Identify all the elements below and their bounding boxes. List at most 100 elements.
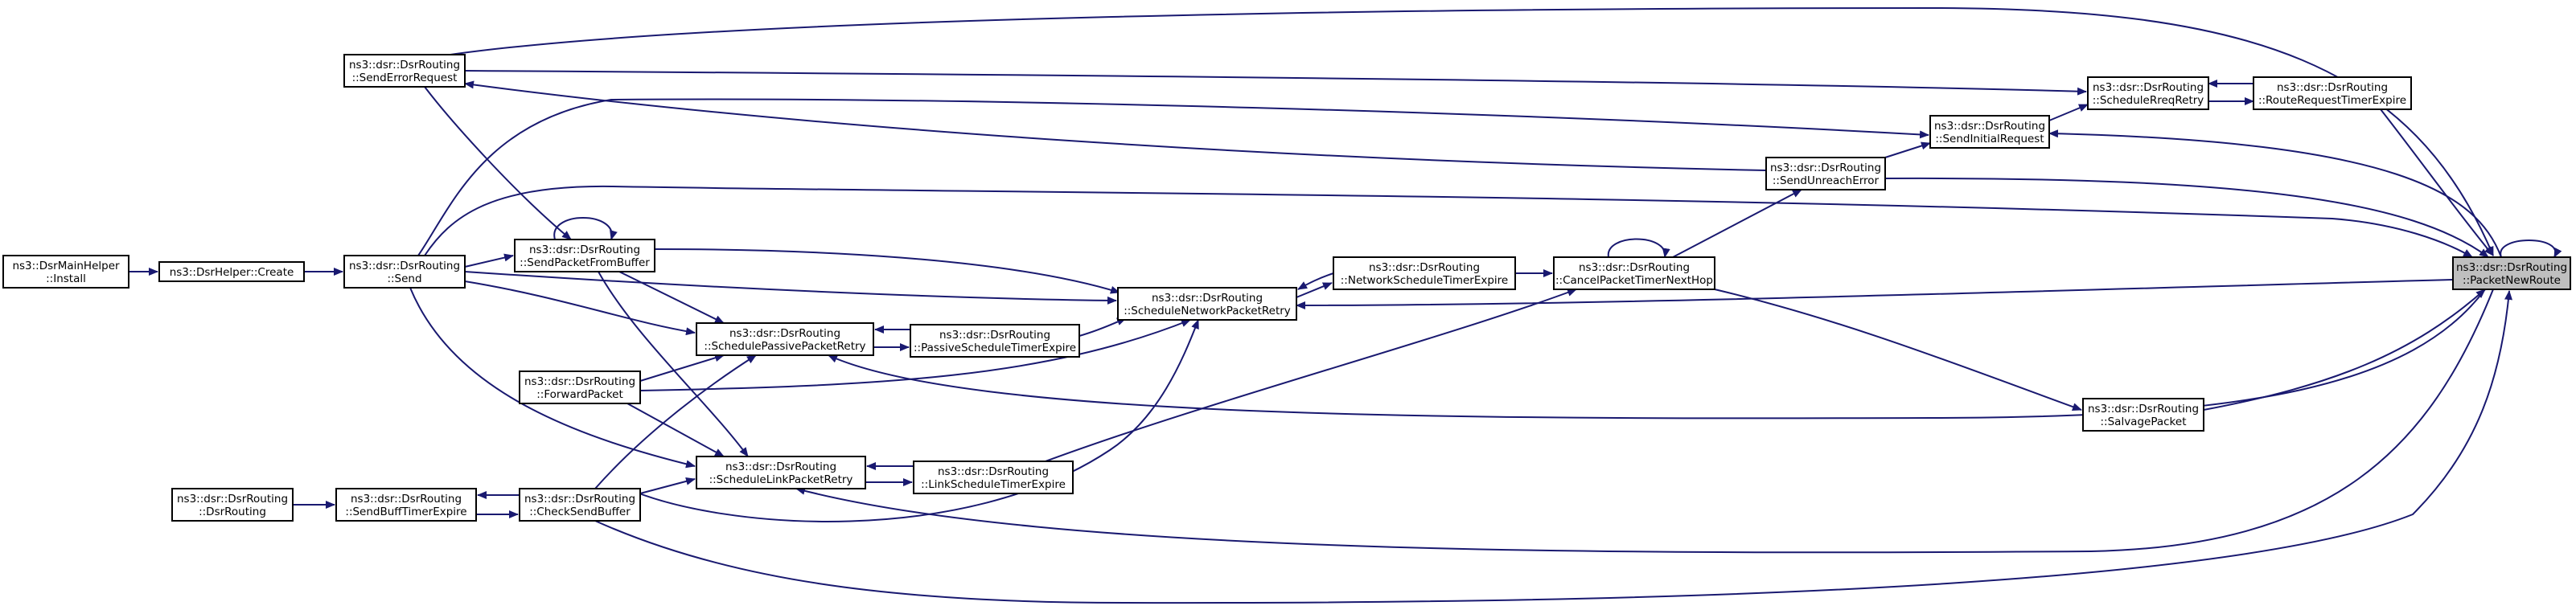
node-box [1117, 287, 1297, 321]
node-label-line: ns3::dsr::DsrRouting [2093, 81, 2204, 94]
edge-routerequesttimerexpire-to-packetnewroute [2380, 108, 2494, 256]
node-label-line: ns3::dsr::DsrRouting [524, 493, 635, 506]
edge-packetnewroute-to-schedulepassivepacketretry [828, 289, 2486, 420]
node-packet-new-route[interactable]: ns3::dsr::DsrRouting::PacketNewRoute [2452, 256, 2571, 290]
node-check-send-buffer[interactable]: ns3::dsr::DsrRouting::CheckSendBuffer [519, 488, 641, 522]
node-label-line: ::SendErrorRequest [352, 72, 458, 84]
edge-cancelpackettimernexthop-to-cancelpackettimernexthop [1607, 238, 1670, 258]
node-box [1929, 115, 2050, 149]
node-label-line: ns3::dsr::DsrRouting [529, 244, 640, 256]
node-box [1333, 256, 1516, 290]
node-label-line: ::Install [46, 272, 86, 285]
node-label-line: ::ScheduleLinkPacketRetry [709, 473, 853, 486]
edge-send-to-schedulenetworkpacketretry [464, 271, 1117, 305]
node-route-request-timer-expire[interactable]: ns3::dsr::DsrRouting::RouteRequestTimerE… [2253, 76, 2412, 110]
node-box [171, 488, 294, 522]
edge-layer [129, 6, 2562, 604]
node-label-line: ns3::dsr::DsrRouting [2456, 261, 2567, 274]
node-label-line: ns3::dsr::DsrRouting [2277, 81, 2388, 94]
edge-sendpacketfrombuffer-to-schedulepassivepacketretry [618, 271, 725, 324]
node-create[interactable]: ns3::DsrHelper::Create [158, 261, 305, 282]
node-box [2087, 76, 2209, 110]
node-label-line: ns3::dsr::DsrRouting [351, 493, 462, 506]
node-label-line: ::DsrRouting [199, 506, 266, 518]
node-box [514, 239, 655, 272]
edge-forwardpacket-to-schedulenetworkpacketretry [639, 319, 1191, 391]
node-label-line: ::SendInitialRequest [1935, 133, 2044, 145]
node-schedule-link-packet-retry[interactable]: ns3::dsr::DsrRouting::ScheduleLinkPacket… [696, 456, 866, 489]
node-layer: ns3::dsr::DsrRouting::PacketNewRoutens3:… [2, 54, 2571, 522]
edge-senderrorrequest-to-sendpacketfrombuffer [424, 86, 572, 240]
node-forward-packet[interactable]: ns3::dsr::DsrRouting::ForwardPacket [519, 371, 641, 404]
node-label-line: ns3::dsr::DsrRouting [524, 375, 635, 388]
node-label-line: ::SchedulePassivePacketRetry [704, 340, 865, 353]
edge-send-to-sendinitialrequest [417, 98, 1929, 256]
node-label-line: ns3::DsrHelper::Create [170, 266, 294, 279]
node-box [158, 261, 305, 282]
node-cancel-packet-timer-next-hop[interactable]: ns3::dsr::DsrRouting::CancelPacketTimerN… [1553, 256, 1715, 290]
edge-schedulenetworkpacketretry-to-networkscheduletimerexpire [1296, 282, 1333, 298]
edge-cancelpackettimernexthop-to-salvagepacket [1714, 289, 2082, 411]
node-label-line: ::RouteRequestTimerExpire [2258, 94, 2406, 107]
node-box [1553, 256, 1715, 290]
edge-networkscheduletimerexpire-to-schedulenetworkpacketretry [1297, 272, 1334, 290]
node-label-line: ::LinkScheduleTimerExpire [921, 478, 1066, 491]
node-label-line: ::ScheduleRreqRetry [2093, 94, 2204, 107]
node-label-line: ns3::dsr::DsrRouting [1770, 162, 1881, 174]
node-label-line: ::CancelPacketTimerNextHop [1555, 274, 1713, 287]
node-box [2, 255, 129, 289]
node-label-line: ns3::dsr::DsrRouting [349, 59, 460, 72]
node-label-line: ::ScheduleNetworkPacketRetry [1124, 305, 1291, 317]
node-link-schedule-timer-expire[interactable]: ns3::dsr::DsrRouting::LinkScheduleTimerE… [913, 461, 1074, 494]
edge-passivescheduletimerexpire-to-schedulenetworkpacketretry [1078, 317, 1127, 337]
node-label-line: ns3::dsr::DsrRouting [1369, 261, 1480, 274]
node-label-line: ::SendBuffTimerExpire [345, 506, 466, 518]
edge-cancelpackettimernexthop-to-sendunreacherror [1672, 189, 1802, 258]
edge-checksendbuffer-to-packetnewroute [594, 290, 2512, 604]
node-label-line: ns3::dsr::DsrRouting [725, 461, 836, 473]
edge-packetnewroute-to-schedulenetworkpacketretry [1296, 279, 2454, 309]
node-box [696, 322, 874, 356]
node-label-line: ns3::dsr::DsrRouting [729, 327, 840, 340]
node-send[interactable]: ns3::dsr::DsrRouting::Send [343, 255, 466, 289]
edge-sendpacketfrombuffer-to-schedulenetworkpacketretry [654, 248, 1120, 294]
node-label-line: ns3::dsr::DsrRouting [939, 329, 1050, 342]
edge-forwardpacket-to-schedulelinkpacketretry [627, 403, 725, 457]
edge-sendpacketfrombuffer-to-schedulelinkpacketretry [598, 271, 749, 457]
node-send-initial-request[interactable]: ns3::dsr::DsrRouting::SendInitialRequest [1929, 115, 2050, 149]
node-send-buff-timer-expire[interactable]: ns3::dsr::DsrRouting::SendBuffTimerExpir… [335, 488, 477, 522]
node-box [343, 54, 466, 88]
node-label-line: ::Send [387, 272, 421, 285]
node-box [519, 488, 641, 522]
node-send-packet-from-buffer[interactable]: ns3::dsr::DsrRouting::SendPacketFromBuff… [514, 239, 655, 272]
edge-sendpacketfrombuffer-to-sendpacketfrombuffer [553, 217, 618, 240]
edge-senderrorrequest-to-schedulerreqretry [464, 70, 2087, 96]
node-send-unreach-error[interactable]: ns3::dsr::DsrRouting::SendUnreachError [1765, 157, 1886, 190]
node-send-error-request[interactable]: ns3::dsr::DsrRouting::SendErrorRequest [343, 54, 466, 88]
edge-sendunreacherror-to-senderrorrequest [464, 80, 1767, 171]
node-label-line: ::SalvagePacket [2101, 416, 2187, 428]
edge-linkscheduletimerexpire-to-cancelpackettimernexthop [1045, 289, 1577, 462]
node-label-line: ns3::dsr::DsrRouting [938, 465, 1049, 478]
node-label-line: ::CheckSendBuffer [529, 506, 631, 518]
node-box [2082, 398, 2204, 432]
node-dsr-routing[interactable]: ns3::dsr::DsrRouting::DsrRouting [171, 488, 294, 522]
node-install[interactable]: ns3::DsrMainHelper::Install [2, 255, 129, 289]
edge-sendunreacherror-to-sendinitialrequest [1884, 141, 1931, 158]
node-network-schedule-timer-expire[interactable]: ns3::dsr::DsrRouting::NetworkScheduleTim… [1333, 256, 1516, 290]
edge-send-to-sendpacketfrombuffer [464, 253, 514, 268]
node-schedule-network-packet-retry[interactable]: ns3::dsr::DsrRouting::ScheduleNetworkPac… [1117, 287, 1297, 321]
node-box [2452, 256, 2571, 290]
node-passive-schedule-timer-expire[interactable]: ns3::dsr::DsrRouting::PassiveScheduleTim… [910, 324, 1080, 358]
edge-packetnewroute-to-sendinitialrequest [2048, 129, 2502, 258]
node-schedule-passive-packet-retry[interactable]: ns3::dsr::DsrRouting::SchedulePassivePac… [696, 322, 874, 356]
node-salvage-packet[interactable]: ns3::dsr::DsrRouting::SalvagePacket [2082, 398, 2204, 432]
node-label-line: ::ForwardPacket [536, 388, 623, 401]
node-schedule-rreq-retry[interactable]: ns3::dsr::DsrRouting::ScheduleRreqRetry [2087, 76, 2209, 110]
node-box [2253, 76, 2412, 110]
node-box [910, 324, 1080, 358]
edge-salvagepacket-to-packetnewroute [2203, 289, 2486, 411]
node-label-line: ::SendUnreachError [1773, 174, 1880, 187]
edge-checksendbuffer-to-schedulelinkpacketretry [639, 477, 696, 494]
edge-sendunreacherror-to-packetnewroute [1884, 177, 2489, 258]
